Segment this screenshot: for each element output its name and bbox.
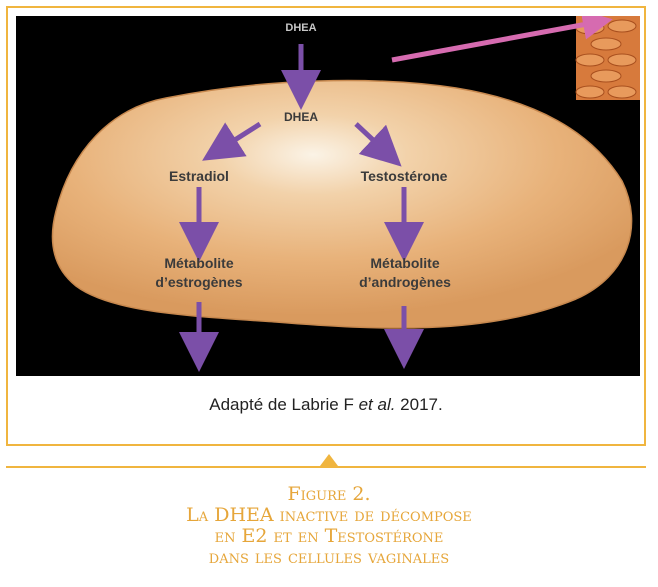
node-dhea-top: DHEA	[285, 22, 317, 34]
tissue-thumbnail	[575, 16, 640, 100]
metabolite-androgen-line1: Métabolite	[370, 255, 440, 271]
cell-body	[51, 79, 633, 329]
metabolite-estrogen-line2: d’estrogènes	[155, 274, 243, 290]
node-metabolite-androgen: Métabolite d’androgènes	[346, 254, 464, 292]
divider-pointer	[320, 454, 338, 466]
metabolite-androgen-line2: d’androgènes	[359, 274, 451, 290]
divider-rule	[6, 466, 646, 468]
arrow-to-estradiol	[202, 121, 262, 161]
figure-title-line-2: en E2 et en Testostérone	[214, 525, 444, 547]
arrow-to-testosterone	[354, 122, 402, 167]
caption-suffix: 2017.	[395, 395, 443, 414]
pointer-arrow	[391, 16, 613, 63]
caption-italic: et al.	[358, 395, 396, 414]
source-caption: Adapté de Labrie F et al. 2017.	[6, 395, 646, 415]
node-testosterone: Testostérone	[360, 168, 448, 184]
figure-label: Figure 2.	[287, 483, 371, 505]
figure-title: Figure 2. La DHEA inactive de décompose …	[0, 484, 658, 568]
caption-prefix: Adapté de Labrie F	[209, 395, 359, 414]
figure-title-line-3: dans les cellules vaginales	[208, 546, 450, 568]
metabolite-estrogen-line1: Métabolite	[164, 255, 234, 271]
diagram-panel: DHEA DHEA Estradiol Testostérone Métabol…	[16, 16, 640, 376]
node-estradiol: Estradiol	[169, 168, 229, 184]
diagram-canvas	[51, 16, 640, 372]
figure-title-line-1: La DHEA inactive de décompose	[186, 504, 472, 526]
node-metabolite-estrogen: Métabolite d’estrogènes	[144, 254, 254, 292]
node-dhea-inner: DHEA	[283, 110, 318, 124]
